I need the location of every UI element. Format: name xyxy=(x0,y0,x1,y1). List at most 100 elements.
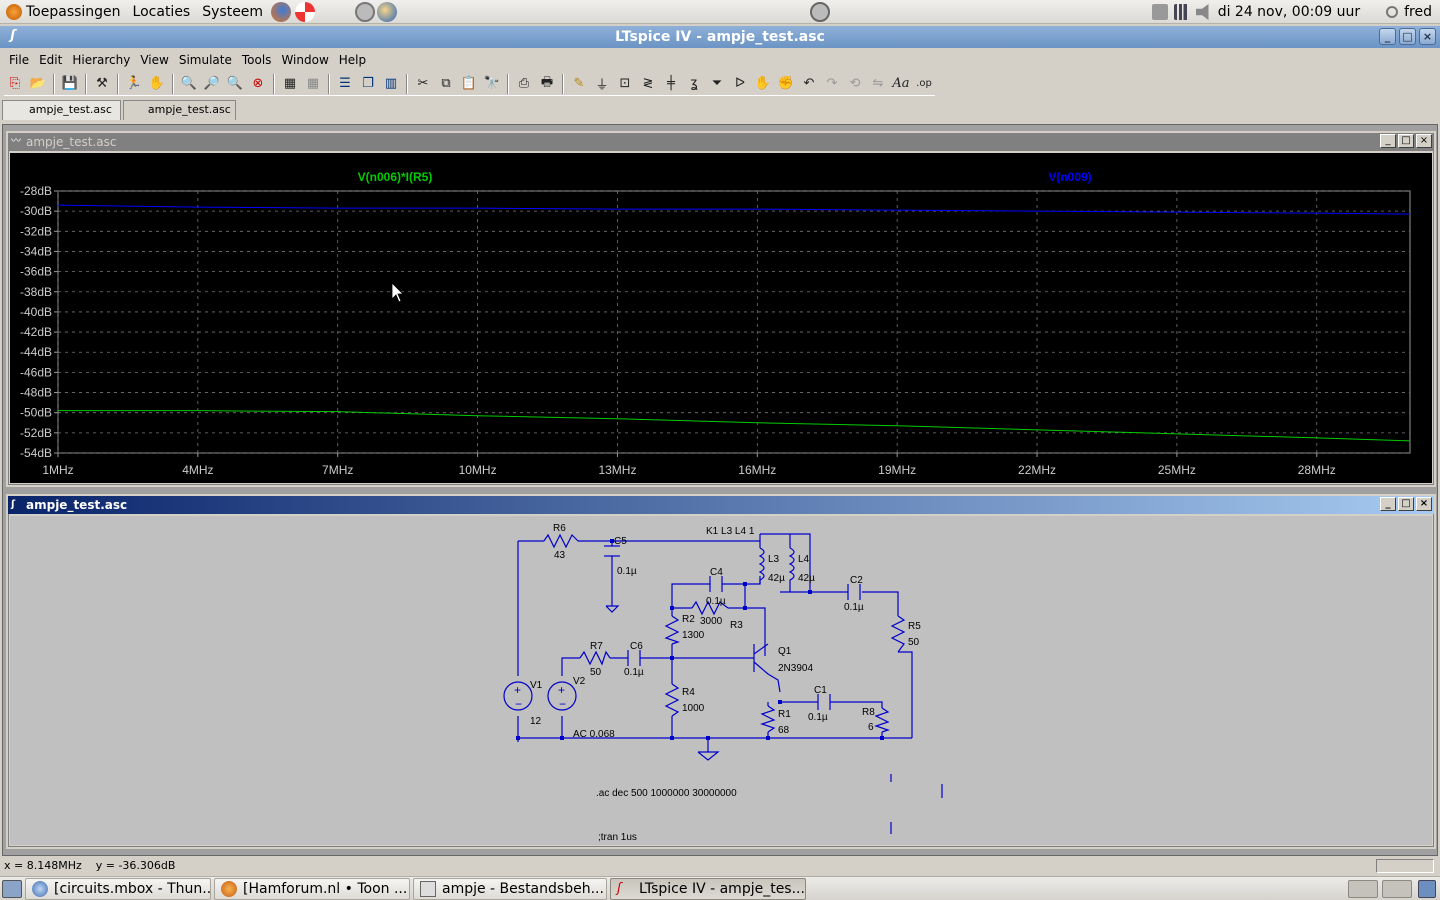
capacitor-icon[interactable]: ╪ xyxy=(667,76,675,91)
ground-icon[interactable]: ⏚ xyxy=(595,78,609,93)
maximize-button[interactable]: □ xyxy=(1399,28,1416,45)
undo-icon[interactable]: ↶ xyxy=(803,76,815,91)
minimize-button[interactable]: _ xyxy=(1379,28,1396,45)
help-launcher-icon[interactable] xyxy=(295,1,316,22)
schematic-minimize-button[interactable]: _ xyxy=(1380,497,1396,511)
menu-tools[interactable]: Tools xyxy=(241,53,272,67)
tile-vertical-icon[interactable]: ▥ xyxy=(384,76,398,91)
close-button[interactable]: × xyxy=(1419,28,1436,45)
waveform-chart[interactable]: -28dB-30dB-32dB-34dB-36dB-38dB-40dB-42dB… xyxy=(10,153,1432,483)
draw-wire-icon[interactable]: ✎ xyxy=(573,76,585,91)
schematic-window[interactable]: ʃ ampje_test.asc _ □ × xyxy=(6,494,1436,849)
print-preview-icon[interactable]: ⎙ xyxy=(518,76,530,91)
halt-icon[interactable]: ✋ xyxy=(148,76,166,91)
rotate-icon[interactable]: ⟲ xyxy=(849,76,861,91)
print-icon[interactable]: 🖶 xyxy=(540,74,554,90)
workspace-switcher-icon[interactable] xyxy=(1382,880,1412,898)
trash-icon[interactable] xyxy=(1418,880,1436,898)
file-browser-icon xyxy=(420,880,436,897)
waveform-plot-area[interactable]: -28dB-30dB-32dB-34dB-36dB-38dB-40dB-42dB… xyxy=(10,153,1432,483)
places-menu[interactable]: Locaties xyxy=(127,0,197,24)
schematic-drawing[interactable]: +− +− R6 43 C5 0.1µ K1 L3 L4 1 L3 42µ L4… xyxy=(10,516,1432,845)
system-menu[interactable]: Systeem xyxy=(196,0,269,24)
schematic-window-titlebar[interactable]: ʃ ampje_test.asc _ □ × xyxy=(8,496,1434,514)
label-l4-value: 42µ xyxy=(798,573,815,584)
waveform-minimize-button[interactable]: _ xyxy=(1380,134,1396,148)
mirror-icon[interactable]: ⇋ xyxy=(872,76,884,91)
menu-simulate[interactable]: Simulate xyxy=(178,53,232,67)
spice-directive-icon[interactable]: .op xyxy=(916,78,932,89)
tab-ampje-test-plot[interactable]: ampje_test.asc xyxy=(2,100,121,120)
y-tick-label: -30dB xyxy=(20,204,52,218)
redo-icon[interactable]: ↷ xyxy=(826,76,838,91)
waveform-window[interactable]: 〰 ampje_test.asc _ □ × -28dB-30dB-32dB-3… xyxy=(6,131,1436,487)
taskbar-item-firefox[interactable]: [Hamforum.nl • Toon ... xyxy=(214,877,410,900)
text-icon[interactable]: Aa xyxy=(892,76,910,91)
tile-horizontal-icon[interactable]: ☰ xyxy=(339,76,351,91)
save-icon[interactable]: 💾 xyxy=(61,76,79,91)
label-net-icon[interactable]: ⊡ xyxy=(619,76,631,91)
applications-menu[interactable]: Toepassingen xyxy=(0,0,127,24)
zoom-pan-icon[interactable]: 🔎 xyxy=(203,76,221,91)
cut-icon[interactable]: ✂ xyxy=(417,76,429,91)
schematic-canvas[interactable]: +− +− R6 43 C5 0.1µ K1 L3 L4 1 L3 42µ L4… xyxy=(10,516,1432,845)
y-tick-label: -54dB xyxy=(20,446,52,460)
firefox-launcher-icon[interactable] xyxy=(271,1,292,22)
schematic-close-button[interactable]: × xyxy=(1416,497,1432,511)
zoom-out-icon[interactable]: 🔍 xyxy=(226,76,244,91)
power-icon[interactable] xyxy=(1386,6,1399,18)
shutdown-icon[interactable] xyxy=(810,2,830,22)
component-icon[interactable]: ᐅ xyxy=(735,76,745,91)
cascade-icon[interactable]: ❐ xyxy=(362,76,374,91)
move-icon[interactable]: ✋ xyxy=(754,76,772,91)
clear-icon[interactable]: ▦ xyxy=(306,76,320,91)
network-manager-icon[interactable] xyxy=(1151,4,1168,20)
drag-icon[interactable]: ✊ xyxy=(777,76,795,91)
tran-directive[interactable]: ;tran 1us xyxy=(598,832,637,843)
ltspice-app-icon[interactable]: ʃ xyxy=(10,28,16,43)
autorange-icon[interactable]: ▦ xyxy=(283,76,297,91)
menu-window[interactable]: Window xyxy=(281,53,329,67)
x-tick-label: 10MHz xyxy=(459,463,497,477)
svg-text:R3: R3 xyxy=(730,620,743,631)
zoom-fit-icon[interactable]: ⊗ xyxy=(252,76,264,91)
menu-hierarchy[interactable]: Hierarchy xyxy=(72,53,131,67)
screenshot-launcher-icon[interactable] xyxy=(355,1,376,22)
volume-icon[interactable] xyxy=(1195,4,1209,20)
zoom-in-icon[interactable]: 🔍 xyxy=(180,76,198,91)
menu-edit[interactable]: Edit xyxy=(39,53,63,67)
ltspice-tray-icon[interactable] xyxy=(1348,880,1378,898)
toolbar-separator xyxy=(562,73,564,94)
resistor-icon[interactable]: ≷ xyxy=(642,76,654,91)
ac-directive[interactable]: .ac dec 500 1000000 30000000 xyxy=(596,788,737,799)
waveform-window-titlebar[interactable]: 〰 ampje_test.asc _ □ × xyxy=(8,133,1434,151)
menu-help[interactable]: Help xyxy=(338,53,367,67)
inductor-icon[interactable]: ʓ xyxy=(690,76,698,91)
svg-text:R8: R8 xyxy=(862,707,875,718)
toolbar-separator xyxy=(328,73,330,94)
taskbar-item-thunderbird[interactable]: [circuits.mbox - Thun... xyxy=(25,877,211,900)
taskbar-item-file-browser[interactable]: ampje - Bestandsbeh... xyxy=(413,877,607,900)
label-r5-value: 50 xyxy=(908,637,920,648)
waveform-close-button[interactable]: × xyxy=(1416,134,1432,148)
paste-icon[interactable]: 📋 xyxy=(460,76,478,91)
waveform-maximize-button[interactable]: □ xyxy=(1398,134,1414,148)
control-panel-icon[interactable]: ⚒ xyxy=(96,76,108,91)
show-desktop-icon[interactable] xyxy=(2,879,22,898)
user-name[interactable]: fred xyxy=(1404,4,1432,20)
find-icon[interactable]: 🔭 xyxy=(483,76,501,91)
copy-icon[interactable]: ⧉ xyxy=(441,76,451,91)
clock[interactable]: di 24 nov, 00:09 uur xyxy=(1217,4,1361,20)
new-schematic-icon[interactable]: ⎘ xyxy=(9,76,21,91)
schematic-maximize-button[interactable]: □ xyxy=(1398,497,1414,511)
thunderbird-launcher-icon[interactable] xyxy=(377,1,398,22)
run-icon[interactable]: 🏃 xyxy=(125,76,143,91)
taskbar-item-ltspice[interactable]: ʃ LTspice IV - ampje_tes... xyxy=(610,877,806,900)
diode-icon[interactable]: ⏷ xyxy=(711,76,723,91)
app-titlebar[interactable]: ʃ LTspice IV - ampje_test.asc _ □ × xyxy=(0,26,1440,48)
tab-ampje-test-schematic[interactable]: ampje_test.asc xyxy=(122,100,236,120)
open-icon[interactable]: 📂 xyxy=(29,76,47,91)
menu-file[interactable]: File xyxy=(9,53,30,67)
signal-strength-icon[interactable] xyxy=(1173,4,1190,20)
menu-view[interactable]: View xyxy=(140,53,169,67)
